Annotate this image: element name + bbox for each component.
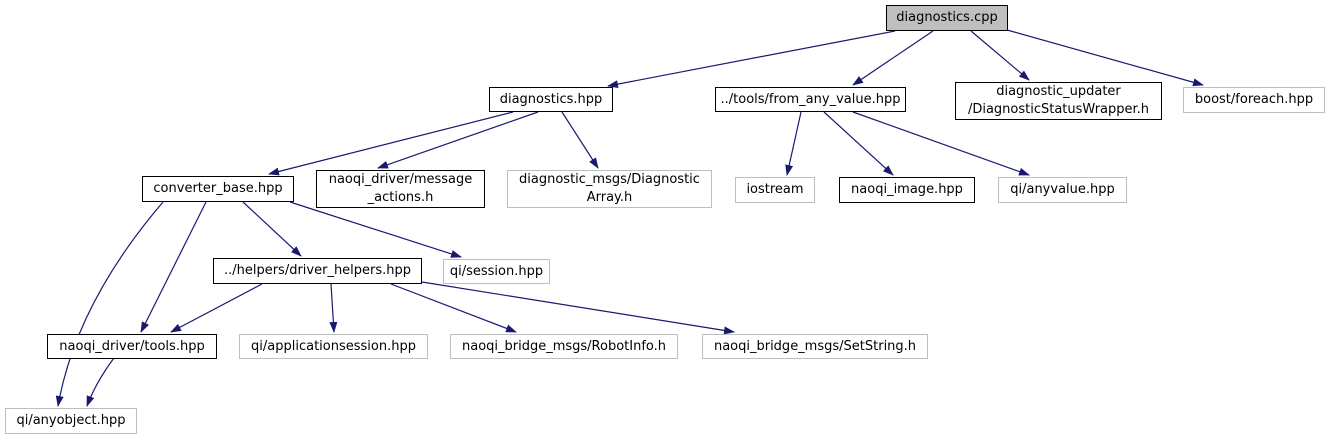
edge-diagnostics_cpp-to-from_any_value — [852, 30, 934, 86]
node-label: naoqi_driver/tools.hpp — [59, 338, 205, 354]
node-qi-anyobject: qi/anyobject.hpp — [5, 408, 137, 434]
node-from-any-value[interactable]: ../tools/from_any_value.hpp — [715, 87, 906, 112]
node-label: /DiagnosticStatusWrapper.h — [967, 102, 1150, 117]
node-driver-helpers[interactable]: ../helpers/driver_helpers.hpp — [213, 258, 422, 284]
edge-converter_base-to-qi_session — [289, 201, 462, 258]
edge-naoqi_tools-to-qi_anyobject — [86, 357, 115, 407]
edge-diagnostics_cpp-to-boost_foreach — [1006, 29, 1204, 87]
node-label: boost/foreach.hpp — [1194, 92, 1314, 107]
node-naoqi-image[interactable]: naoqi_image.hpp — [839, 177, 975, 203]
edge-diagnostics_hpp-to-converter_base — [268, 111, 514, 176]
node-qi-session: qi/session.hpp — [443, 259, 550, 284]
node-converter-base[interactable]: converter_base.hpp — [142, 176, 294, 202]
edge-driver_helpers-to-set_string — [421, 281, 735, 335]
edge-diagnostics_hpp-to-message_actions — [377, 111, 539, 169]
edge-diagnostics_hpp-to-diagnostic_array — [561, 111, 599, 169]
node-diag-status-wrapper[interactable]: diagnostic_updater/DiagnosticStatusWrapp… — [955, 82, 1162, 120]
node-label: diagnostics.cpp — [896, 10, 998, 25]
node-boost-foreach: boost/foreach.hpp — [1183, 87, 1325, 113]
node-label: converter_base.hpp — [153, 181, 283, 196]
node-diagnostics-hpp[interactable]: diagnostics.hpp — [489, 87, 613, 112]
edge-driver_helpers-to-naoqi_tools — [170, 283, 263, 333]
node-label: naoqi_bridge_msgs/SetString.h — [713, 338, 917, 354]
node-message-actions[interactable]: naoqi_driver/message _actions.h — [316, 170, 485, 208]
node-label: qi/session.hpp — [449, 263, 544, 279]
edge-from_any_value-to-iostream — [785, 111, 802, 176]
node-robot-info: naoqi_bridge_msgs/RobotInfo.h — [450, 334, 678, 359]
node-label: Array.h — [586, 190, 633, 205]
node-qi-applicationsession: qi/applicationsession.hpp — [239, 334, 428, 359]
node-label: diagnostics.hpp — [499, 91, 603, 107]
node-label: qi/anyobject.hpp — [16, 413, 126, 428]
node-label: naoqi_image.hpp — [851, 182, 963, 197]
edge-driver_helpers-to-robot_info — [390, 283, 517, 333]
node-label: qi/applicationsession.hpp — [251, 338, 416, 354]
node-label: _actions.h — [367, 190, 434, 205]
edge-diagnostics_cpp-to-diagnostics_hpp — [607, 30, 896, 89]
node-label: ../tools/from_any_value.hpp — [720, 91, 901, 107]
node-diagnostics-cpp: diagnostics.cpp — [886, 5, 1008, 31]
edge-converter_base-to-qi_anyobject — [55, 201, 164, 407]
node-label: qi/anyvalue.hpp — [1010, 182, 1115, 197]
node-qi-anyvalue: qi/anyvalue.hpp — [998, 177, 1127, 203]
node-iostream: iostream — [735, 177, 815, 203]
node-label: ../helpers/driver_helpers.hpp — [223, 263, 412, 278]
node-set-string: naoqi_bridge_msgs/SetString.h — [702, 334, 928, 359]
node-label: iostream — [746, 182, 804, 197]
node-label: naoqi_bridge_msgs/RobotInfo.h — [461, 338, 667, 354]
edge-from_any_value-to-naoqi_image — [823, 111, 894, 176]
node-label: naoqi_driver/message — [328, 172, 473, 187]
edge-driver_helpers-to-qi_applicationsession — [329, 283, 338, 333]
edge-from_any_value-to-qi_anyvalue — [852, 111, 1030, 176]
node-naoqi-tools[interactable]: naoqi_driver/tools.hpp — [47, 334, 217, 359]
edge-converter_base-to-driver_helpers — [242, 201, 302, 257]
node-label: diagnostic_updater — [996, 84, 1121, 99]
node-label: diagnostic_msgs/Diagnostic — [519, 172, 700, 187]
edge-converter_base-to-naoqi_tools — [140, 201, 207, 333]
edge-diagnostics_cpp-to-diag_status_wrapper — [970, 30, 1030, 81]
